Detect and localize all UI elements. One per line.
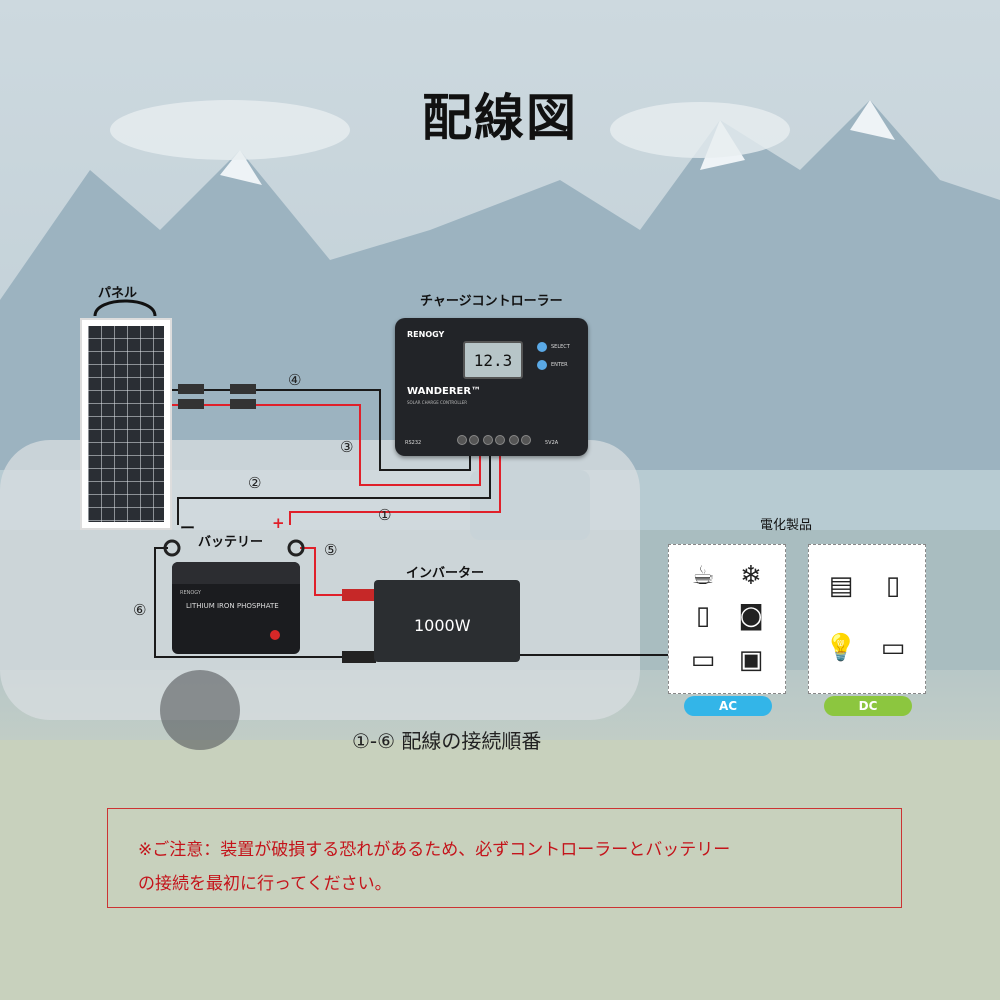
washing-machine-icon: ◙ xyxy=(738,601,764,631)
page-title: 配線図 xyxy=(422,89,578,147)
solar-panel-cells xyxy=(88,326,164,522)
coffee-maker-icon: ▣ xyxy=(738,645,764,675)
battery-negative-to-controller xyxy=(177,452,491,525)
step-6: ⑥ xyxy=(133,601,147,619)
laptop-icon: ▭ xyxy=(690,645,716,675)
battery-positive-to-controller xyxy=(289,452,501,525)
light-bulb-icon: 💡 xyxy=(824,633,858,663)
battery: RENOGY LITHIUM IRON PHOSPHATE xyxy=(172,562,300,654)
inverter-label: インバーター xyxy=(406,566,485,581)
battery-positive-to-inverter xyxy=(300,547,378,596)
refrigerator-icon: ▯ xyxy=(885,571,901,601)
ac-appliance-box: ☕ ❄ ▯ ◙ ▭ ▣ xyxy=(668,544,786,694)
step-5: ⑤ xyxy=(324,541,338,559)
caution-text: ※ご注意：装置が破損する恐れがあるため、必ずコントローラーとバッテリー の接続を… xyxy=(138,833,878,901)
battery-switch-icon xyxy=(270,630,280,640)
terminal-6 xyxy=(521,435,531,445)
battery-negative-to-inverter xyxy=(154,547,378,658)
battery-type: LITHIUM IRON PHOSPHATE xyxy=(186,602,279,610)
select-button-icon xyxy=(537,342,547,352)
connection-order-legend: ①-⑥ 配線の接続順番 xyxy=(352,729,542,753)
inverter: 1000W xyxy=(374,580,520,662)
controller-display: 12.3 xyxy=(463,341,523,379)
panel-black-cable xyxy=(170,389,471,471)
panel-label: パネル xyxy=(98,286,138,301)
air-conditioner-icon: ❄ xyxy=(740,561,762,591)
port-usb: 5V2A xyxy=(545,440,559,446)
inverter-rating: 1000W xyxy=(414,616,471,635)
terminal-5 xyxy=(509,435,519,445)
port-rs232: RS232 xyxy=(405,440,422,446)
microwave-icon: ▤ xyxy=(828,571,854,601)
caution-notice: ※ご注意：装置が破損する恐れがあるため、必ずコントローラーとバッテリー の接続を… xyxy=(107,808,902,908)
controller-brand: RENOGY xyxy=(407,330,445,339)
terminal-2 xyxy=(469,435,479,445)
controller-model: WANDERER™ xyxy=(407,386,482,397)
television-icon: ▭ xyxy=(880,633,906,663)
kettle-icon: ☕ xyxy=(691,561,715,591)
panel-red-cable xyxy=(170,404,481,486)
battery-brand: RENOGY xyxy=(180,590,201,596)
dc-appliance-box: ▤ ▯ 💡 ▭ xyxy=(808,544,926,694)
step-1: ① xyxy=(378,506,392,524)
step-4: ④ xyxy=(288,371,302,389)
battery-label: バッテリー xyxy=(198,535,264,550)
step-2: ② xyxy=(248,474,262,492)
dc-tag: DC xyxy=(824,696,912,716)
charge-controller: RENOGY 12.3 SELECT ENTER WANDERER™ SOLAR… xyxy=(395,318,588,456)
ac-tag: AC xyxy=(684,696,772,716)
smartphone-icon: ▯ xyxy=(695,601,711,631)
appliances-label: 電化製品 xyxy=(760,518,813,533)
enter-label: ENTER xyxy=(551,362,568,368)
terminal-1 xyxy=(457,435,467,445)
solar-panel xyxy=(80,318,172,530)
controller-subtitle: SOLAR CHARGE CONTROLLER xyxy=(407,400,468,405)
minus-sign: ー xyxy=(180,519,196,537)
plus-sign: + xyxy=(272,514,285,532)
enter-button-icon xyxy=(537,360,547,370)
select-label: SELECT xyxy=(551,344,570,350)
caution-line-1: ※ご注意：装置が破損する恐れがあるため、必ずコントローラーとバッテリー xyxy=(138,840,731,860)
terminal-4 xyxy=(495,435,505,445)
step-3: ③ xyxy=(340,438,354,456)
battery-top xyxy=(172,562,300,584)
controller-label: チャージコントローラー xyxy=(420,294,563,309)
caution-line-2: の接続を最初に行ってください。 xyxy=(138,874,392,894)
terminal-3 xyxy=(483,435,493,445)
